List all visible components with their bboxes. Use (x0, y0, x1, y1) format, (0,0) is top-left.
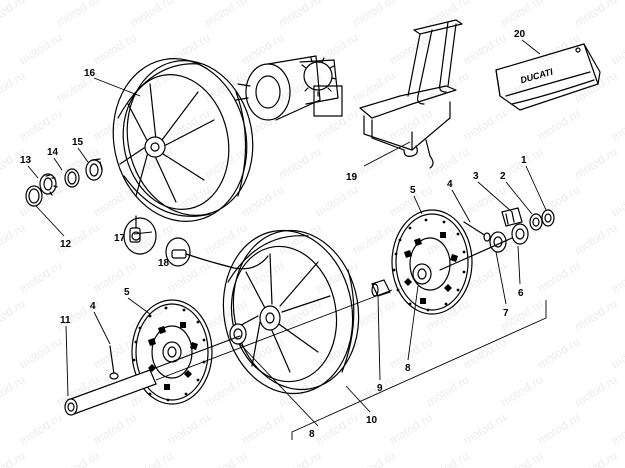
callout-5a: 5 (410, 185, 416, 196)
callout-20: 20 (514, 29, 526, 40)
callout-5b: 5 (124, 287, 130, 298)
rear-wheel (112, 58, 254, 222)
front-wheel (222, 229, 360, 395)
callout-10: 10 (366, 415, 378, 426)
spacer-9 (371, 279, 391, 297)
callout-2: 2 (500, 171, 506, 182)
disc-bolt-right (463, 221, 491, 242)
disc-bolt-left (109, 345, 119, 380)
callout-7: 7 (503, 308, 509, 319)
callout-15: 15 (72, 137, 84, 148)
callout-6: 6 (518, 288, 524, 299)
rear-hub-sprocket (235, 55, 343, 121)
callout-8b: 8 (309, 429, 315, 440)
callout-12: 12 (60, 239, 72, 250)
callout-17: 17 (114, 233, 126, 244)
front-disc-right (391, 209, 473, 315)
callout-14: 14 (47, 147, 59, 158)
callout-16: 16 (84, 68, 96, 79)
valve-18 (165, 237, 269, 270)
callout-11: 11 (60, 315, 71, 326)
valve-17 (123, 215, 157, 255)
front-axle (64, 335, 241, 416)
assembly-axis-line (155, 289, 393, 381)
front-axle-right-parts (439, 207, 555, 271)
callout-9: 9 (377, 383, 383, 394)
paddock-stand (359, 19, 463, 169)
rear-small-parts (25, 158, 103, 207)
pouch-logo: DUCATI (519, 66, 554, 85)
leader-lines (27, 39, 547, 440)
callout-labels: 1 2 3 4 4 5 5 6 7 8 8 9 10 11 12 13 14 1… (20, 29, 527, 440)
callout-3: 3 (473, 171, 479, 182)
callout-8a: 8 (405, 363, 411, 374)
tool-pouch: DUCATI (495, 43, 601, 111)
callout-1: 1 (521, 155, 527, 166)
callout-19: 19 (346, 172, 358, 183)
callout-4b: 4 (90, 301, 96, 312)
callout-18: 18 (158, 258, 170, 269)
callout-4a: 4 (447, 179, 453, 190)
callout-13: 13 (20, 155, 32, 166)
front-disc-left (131, 299, 213, 405)
front-bearing-left (229, 323, 247, 345)
